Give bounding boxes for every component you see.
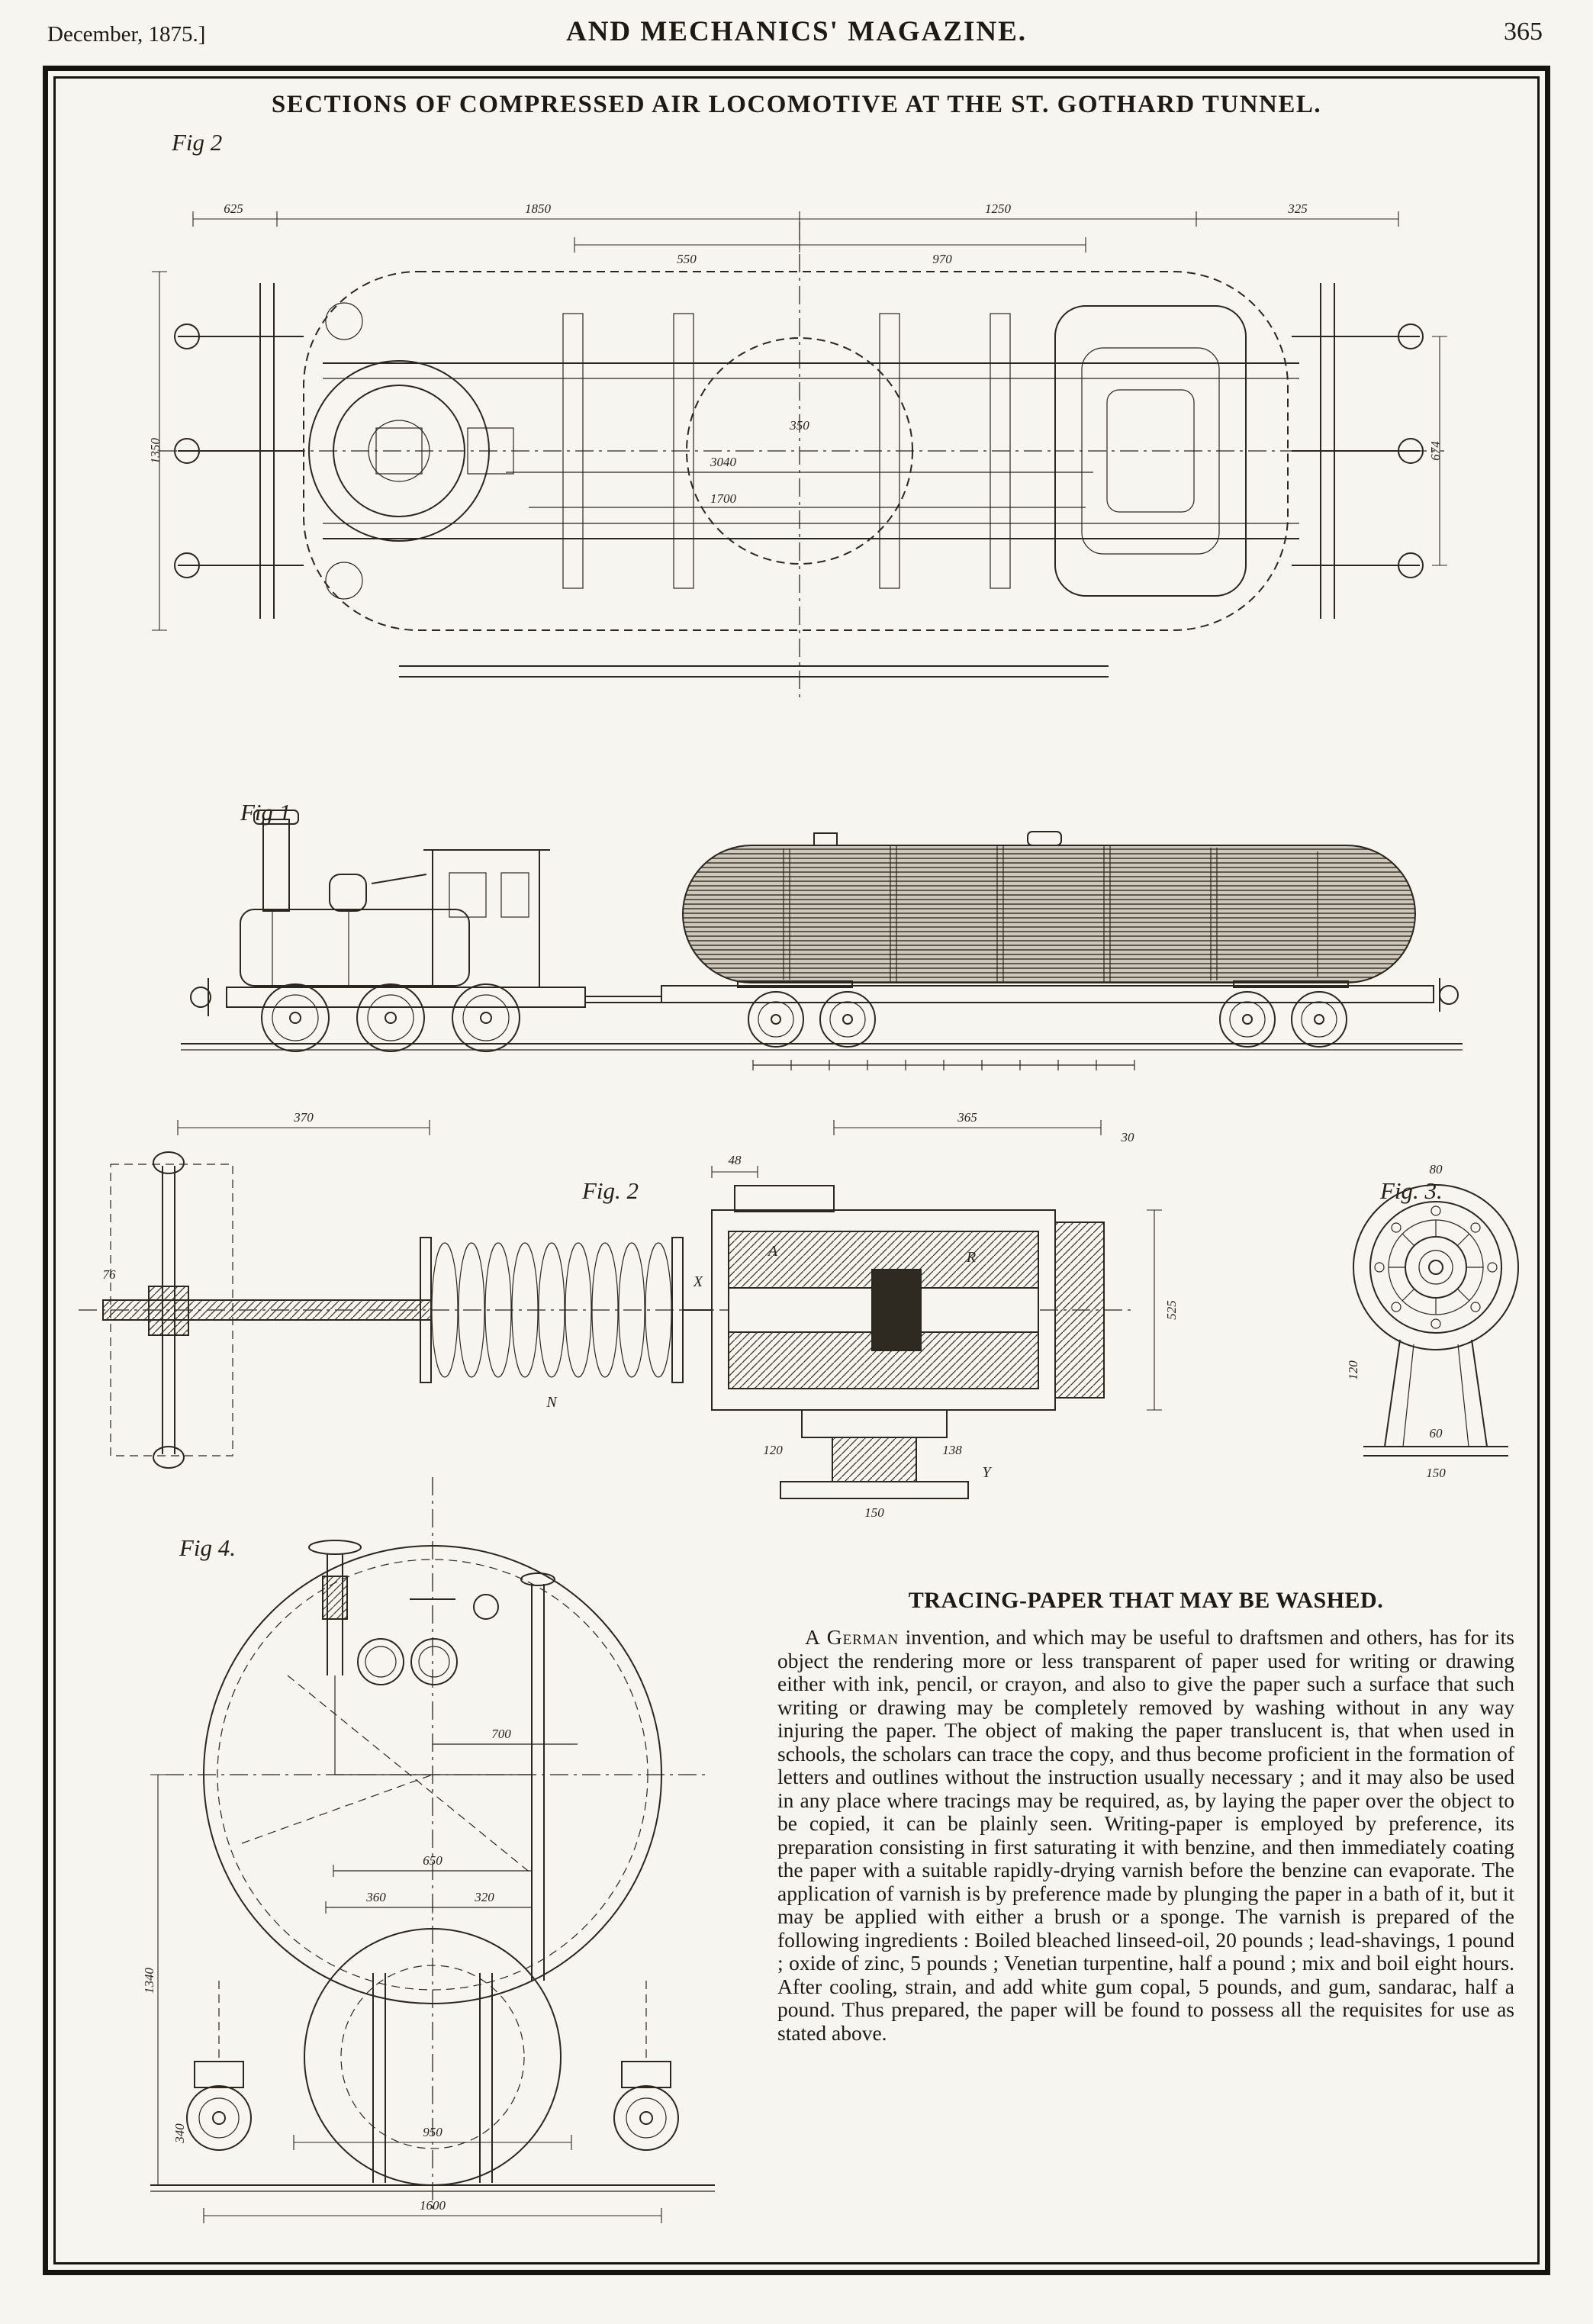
valve-section-drawing: 370 48 365 30 525 76 120 138 150 N A R X… [79, 1110, 1179, 1520]
dim-label: 320 [474, 1890, 494, 1904]
page-header: December, 1875.] AND MECHANICS' MAGAZINE… [0, 15, 1593, 53]
dim-label: 1700 [710, 491, 737, 506]
article-body: A German invention, and which may be use… [777, 1625, 1514, 2045]
part-letter: Y [982, 1464, 992, 1481]
fig-front-label: Fig 4. [179, 1534, 237, 1561]
part-letter: A [767, 1243, 778, 1260]
side-elevation-drawing [181, 810, 1463, 1070]
article-text: invention, and which may be useful to dr… [777, 1625, 1514, 2045]
magazine-title: AND MECHANICS' MAGAZINE. [565, 16, 1028, 47]
end-view-drawing: 80 120 60 150 [1346, 1162, 1519, 1480]
article-lead-in: A German [805, 1625, 899, 1649]
fig-plan-label: Fig 2 [172, 129, 223, 156]
part-letter: R [966, 1249, 976, 1266]
page-number: 365 [1504, 18, 1543, 46]
dim-label: 674 [1428, 441, 1443, 461]
dim-label: 120 [763, 1443, 783, 1457]
dim-label: 340 [172, 2123, 187, 2144]
dim-label: 525 [1164, 1300, 1179, 1320]
article-title: TRACING-PAPER THAT MAY BE WASHED. [908, 1588, 1384, 1613]
plan-view-drawing: 625 1850 1250 550 970 325 1350 674 3040 … [148, 201, 1447, 703]
dim-label: 30 [1121, 1130, 1135, 1144]
dim-label: 650 [423, 1853, 443, 1868]
dim-label: 1350 [148, 438, 163, 465]
dim-label: 3040 [710, 455, 737, 469]
dim-label: 150 [864, 1505, 884, 1520]
fig-mech-label: Fig. 2 [582, 1177, 639, 1204]
dim-label: 80 [1430, 1162, 1443, 1176]
dim-label: 150 [1426, 1466, 1446, 1480]
part-letter: N [545, 1394, 558, 1411]
dim-label: 950 [423, 2125, 443, 2139]
dim-label: 350 [789, 418, 809, 433]
plate-frame: SECTIONS OF COMPRESSED AIR LOCOMOTIVE AT… [43, 66, 1550, 2275]
dim-label: 365 [957, 1110, 977, 1125]
fig-side-label: Fig 1 [240, 799, 291, 826]
plate-title: SECTIONS OF COMPRESSED AIR LOCOMOTIVE AT… [271, 91, 1322, 118]
dim-label: 1850 [525, 201, 552, 216]
plate-inner-frame: SECTIONS OF COMPRESSED AIR LOCOMOTIVE AT… [53, 76, 1540, 2264]
dim-label: 700 [491, 1727, 511, 1741]
dim-label: 76 [103, 1267, 117, 1282]
issue-date: December, 1875.] [47, 22, 206, 47]
article-tracing-paper: TRACING-PAPER THAT MAY BE WASHED. A Germ… [777, 1588, 1514, 2045]
dim-label: 370 [293, 1110, 314, 1125]
dim-label: 970 [932, 252, 952, 266]
dim-label: 550 [677, 252, 697, 266]
dim-label: 1600 [420, 2198, 446, 2213]
dim-label: 1340 [142, 1968, 156, 1994]
dim-label: 1250 [985, 201, 1012, 216]
dim-label: 625 [224, 201, 243, 216]
dim-label: 60 [1430, 1426, 1443, 1440]
dim-label: 120 [1346, 1360, 1360, 1380]
dim-label: 360 [365, 1890, 386, 1904]
front-section-drawing: 700 650 360 320 950 1600 1340 340 [142, 1477, 715, 2223]
dim-label: 325 [1287, 201, 1308, 216]
fig-end-label: Fig. 3. [1380, 1177, 1443, 1204]
dim-label: 48 [729, 1153, 742, 1167]
part-letter: X [693, 1273, 703, 1290]
dim-label: 138 [942, 1443, 962, 1457]
